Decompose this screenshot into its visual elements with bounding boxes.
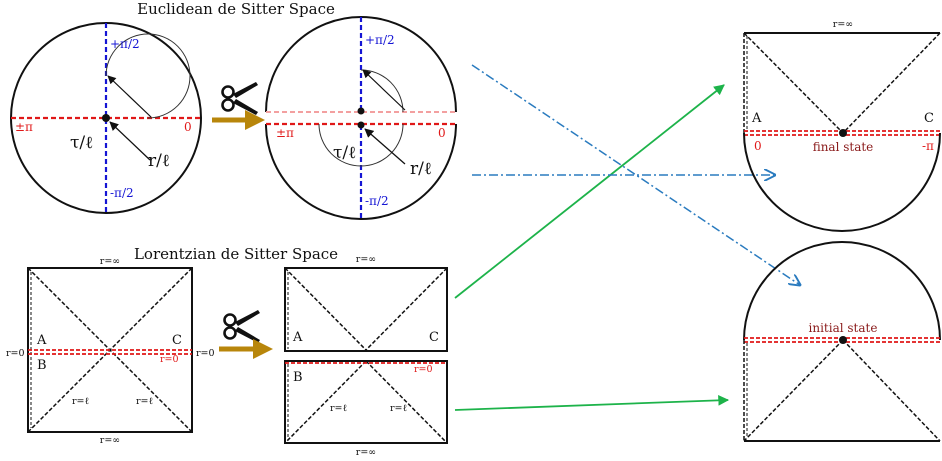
lorentzian-cut-diagram: r=∞ r=∞ A C B r=0 r=ℓ r=ℓ bbox=[284, 254, 448, 458]
label-r0-cut: r=0 bbox=[414, 364, 433, 375]
region-a-label-cut: A bbox=[292, 330, 303, 345]
label-minus-pi-half-cut: -π/2 bbox=[365, 194, 389, 208]
label-r0-right: r=0 bbox=[196, 348, 215, 359]
lorentzian-penrose-diagram: r=∞ r=∞ r=0 r=0 A B C r=0 r=ℓ r=ℓ bbox=[6, 256, 215, 446]
label-r-l-left: r=ℓ bbox=[72, 396, 89, 407]
green-arrow-top bbox=[454, 84, 725, 299]
label-r0-left: r=0 bbox=[6, 348, 25, 359]
region-c-label: C bbox=[172, 333, 182, 348]
final-state-label: final state bbox=[813, 140, 874, 154]
label-r-l-left-cut: r=ℓ bbox=[330, 403, 347, 414]
label-r-over-l-cut: r/ℓ bbox=[410, 159, 432, 179]
region-a-label-result: A bbox=[751, 111, 762, 126]
label-tau-over-l: τ/ℓ bbox=[70, 133, 93, 153]
euclidean-cut-disk: +π/2 -π/2 ±π 0 τ/ℓ r/ℓ bbox=[265, 16, 457, 220]
euclidean-title: Euclidean de Sitter Space bbox=[137, 0, 335, 18]
label-r-infinity-top: r=∞ bbox=[100, 256, 120, 267]
label-minus-pi-half: -π/2 bbox=[110, 186, 134, 200]
region-a-label: A bbox=[36, 333, 47, 348]
mapping-arrows bbox=[454, 64, 800, 411]
region-b-label-cut: B bbox=[293, 370, 303, 385]
origin-point bbox=[102, 114, 110, 122]
final-state-geometry: r=∞ A C 0 -π final state bbox=[743, 19, 941, 232]
label-tau-over-l-cut: τ/ℓ bbox=[333, 143, 356, 163]
label-r-l-right: r=ℓ bbox=[136, 396, 153, 407]
label-r-l-right-cut: r=ℓ bbox=[390, 403, 407, 414]
dashdot-arrow-diagonal bbox=[471, 64, 800, 285]
label-r-infinity-top-cut: r=∞ bbox=[356, 254, 376, 265]
label-r-infinity-result: r=∞ bbox=[833, 19, 853, 30]
region-c-label-result: C bbox=[924, 111, 934, 126]
region-c-label-cut: C bbox=[429, 330, 439, 345]
lorentzian-title: Lorentzian de Sitter Space bbox=[134, 245, 338, 263]
label-plus-minus-pi: ±π bbox=[15, 120, 33, 134]
label-zero: 0 bbox=[184, 120, 192, 134]
label-r-over-l: r/ℓ bbox=[148, 151, 170, 171]
label-zero-result: 0 bbox=[754, 139, 762, 153]
euclidean-full-disk: +π/2 -π/2 ±π 0 τ/ℓ r/ℓ bbox=[10, 22, 202, 214]
label-minus-pi-result: -π bbox=[922, 139, 934, 153]
label-r0-center: r=0 bbox=[160, 354, 179, 365]
label-zero-cut: 0 bbox=[438, 126, 446, 140]
scissors-icon bbox=[223, 310, 260, 343]
label-plus-minus-pi-cut: ±π bbox=[276, 126, 294, 140]
green-arrow-bottom bbox=[454, 394, 730, 411]
label-r-infinity-bottom: r=∞ bbox=[100, 435, 120, 446]
initial-state-label: initial state bbox=[809, 321, 878, 335]
label-plus-pi-half: +π/2 bbox=[110, 37, 140, 51]
region-b-label: B bbox=[37, 358, 47, 373]
scissors-icon bbox=[221, 82, 258, 115]
initial-state-geometry: initial state bbox=[743, 241, 941, 442]
label-plus-pi-half-cut: +π/2 bbox=[365, 33, 395, 47]
label-r-infinity-bottom-cut: r=∞ bbox=[356, 447, 376, 458]
